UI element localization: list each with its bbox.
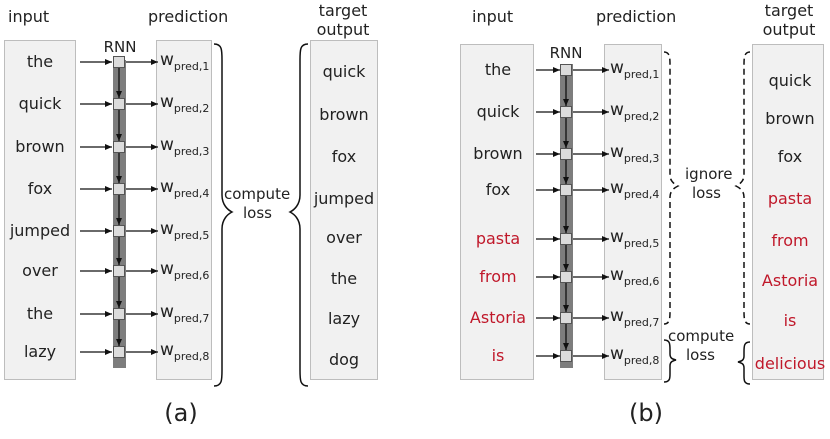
prediction-token: wpred,7 — [610, 306, 660, 329]
input-word: Astoria — [469, 308, 527, 327]
caption-a: (a) — [164, 399, 198, 427]
rnn-label: RNN — [103, 38, 137, 56]
input-box — [460, 44, 534, 380]
rnn-cell — [113, 265, 125, 277]
rnn-cell — [113, 56, 125, 68]
compute-loss-line1: compute — [668, 327, 735, 345]
rnn-label: RNN — [549, 44, 583, 62]
input-word: is — [491, 346, 505, 365]
target-word: the — [330, 269, 358, 288]
brace-right-a — [213, 43, 234, 387]
compute-loss-line1: compute — [224, 185, 291, 203]
arrows-b — [536, 67, 609, 359]
prediction-token: wpred,6 — [610, 265, 660, 288]
rnn-cell — [113, 141, 125, 153]
prediction-header: prediction — [148, 7, 229, 26]
compute-loss-line2: loss — [686, 346, 715, 364]
rnn-cell — [113, 183, 125, 195]
target-word: jumped — [313, 189, 375, 208]
target-word: over — [326, 228, 362, 247]
input-word: quick — [476, 102, 520, 121]
rnn-cell — [560, 64, 572, 76]
rnn-cell — [560, 106, 572, 118]
input-header: input — [472, 7, 514, 26]
prediction-header: prediction — [596, 7, 677, 26]
target-header-line1: target — [764, 1, 814, 20]
prediction-token: wpred,6 — [160, 259, 210, 282]
brace-ignore-right-b — [663, 51, 680, 325]
target-word: brown — [319, 105, 369, 124]
input-word: fox — [27, 179, 53, 198]
target-header-line2: output — [316, 20, 370, 39]
target-word: pasta — [767, 189, 813, 208]
input-word: quick — [18, 94, 62, 113]
prediction-token: wpred,5 — [160, 219, 210, 242]
input-word: jumped — [9, 221, 71, 240]
input-word: the — [26, 304, 54, 323]
rnn-cell — [560, 148, 572, 160]
input-word: from — [479, 267, 517, 286]
target-box — [310, 40, 378, 380]
target-word: delicious — [754, 354, 826, 373]
brace-ignore-left-b — [734, 51, 751, 325]
input-word: pasta — [475, 229, 521, 248]
prediction-token: wpred,5 — [610, 227, 660, 250]
prediction-token: wpred,3 — [610, 142, 660, 165]
target-word: quick — [322, 62, 366, 81]
input-word: the — [484, 60, 512, 79]
rnn-cell — [113, 308, 125, 320]
input-header: input — [8, 7, 50, 26]
target-word: fox — [777, 147, 803, 166]
prediction-box — [604, 44, 662, 380]
prediction-token: wpred,7 — [160, 302, 210, 325]
target-header-line2: output — [762, 20, 816, 39]
target-word: Astoria — [761, 271, 819, 290]
rnn-cell — [113, 346, 125, 358]
target-word: lazy — [327, 309, 361, 328]
target-box — [752, 44, 824, 380]
rnn-cell — [113, 98, 125, 110]
input-word: fox — [485, 180, 511, 199]
rnn-cell — [560, 184, 572, 196]
brace-left-a — [288, 43, 309, 387]
target-header-line1: target — [318, 1, 368, 20]
prediction-token: wpred,2 — [160, 92, 210, 115]
target-word: fox — [331, 147, 357, 166]
rnn-cell — [113, 225, 125, 237]
prediction-token: wpred,8 — [610, 344, 660, 367]
caption-b: (b) — [629, 399, 663, 427]
input-word: lazy — [23, 342, 57, 361]
prediction-token: wpred,4 — [610, 178, 660, 201]
target-word: from — [771, 231, 809, 250]
prediction-box — [156, 40, 212, 380]
prediction-token: wpred,1 — [160, 50, 210, 73]
brace-compute-left-b — [737, 341, 751, 385]
input-box — [4, 40, 76, 380]
rnn-cell — [560, 233, 572, 245]
input-word: over — [22, 261, 58, 280]
input-word: brown — [473, 144, 523, 163]
prediction-token: wpred,4 — [160, 177, 210, 200]
target-word: quick — [768, 71, 812, 90]
target-word: is — [783, 311, 797, 330]
brace-compute-right-b — [663, 339, 677, 383]
rnn-cell — [560, 350, 572, 362]
prediction-token: wpred,1 — [610, 58, 660, 81]
prediction-token: wpred,3 — [160, 135, 210, 158]
rnn-cell — [560, 271, 572, 283]
prediction-token: wpred,8 — [160, 340, 210, 363]
target-word: brown — [765, 109, 815, 128]
target-word: dog — [328, 350, 360, 369]
input-word: brown — [15, 137, 65, 156]
ignore-loss-line1: ignore — [685, 165, 733, 183]
ignore-loss-line2: loss — [692, 184, 721, 202]
prediction-token: wpred,2 — [610, 100, 660, 123]
rnn-cell — [560, 312, 572, 324]
compute-loss-line2: loss — [243, 204, 272, 222]
input-word: the — [26, 52, 54, 71]
arrows-a — [80, 59, 158, 355]
